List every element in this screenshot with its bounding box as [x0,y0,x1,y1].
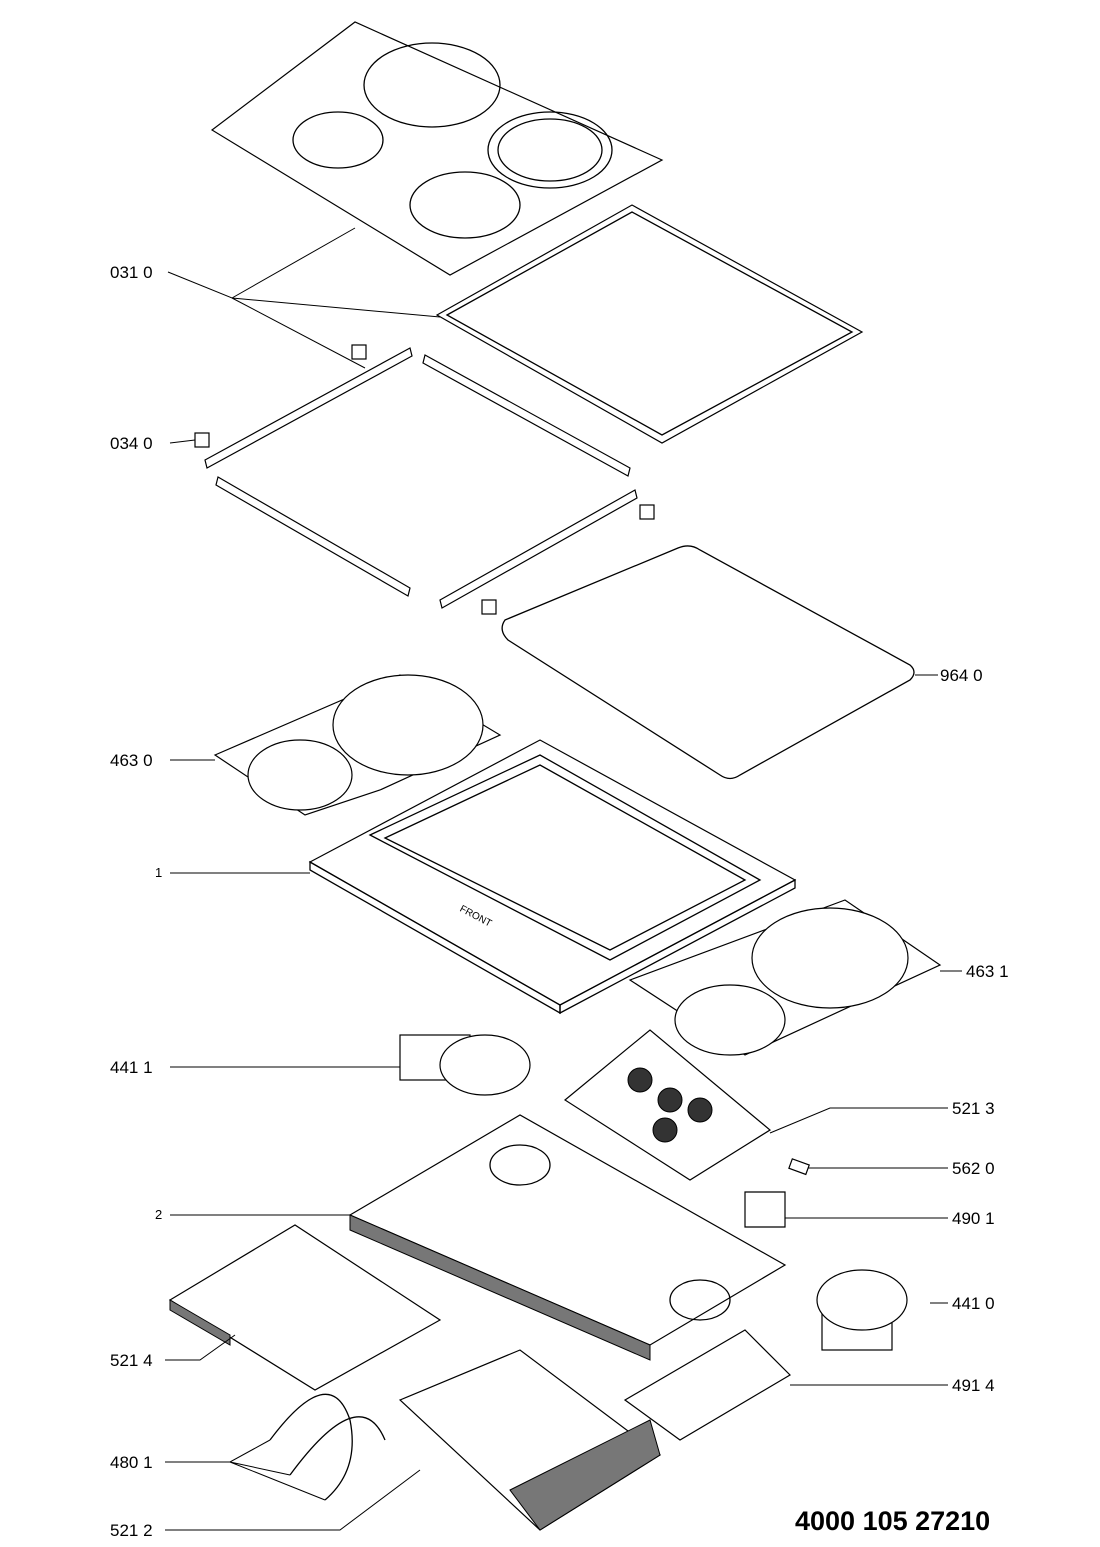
fuse [788,1158,810,1176]
cover-plate [623,1329,791,1441]
power-board-bottom [398,1349,662,1531]
induction-coil-plate-right [628,899,942,1056]
callout-441-0: 441 0 [952,1294,995,1313]
bracket [744,1191,786,1228]
bottom-housing [348,1114,787,1361]
glass-ceramic-top [210,21,664,276]
cooling-fan-left [399,1034,531,1096]
top-gasket-frame [435,204,864,444]
callout-521-4: 521 4 [110,1351,153,1370]
callout-441-1: 441 1 [110,1058,153,1077]
callout-463-1: 463 1 [966,962,1009,981]
chassis-frame [308,739,797,1015]
seal-gasket [501,545,915,780]
callout-521-2: 521 2 [110,1521,153,1540]
power-board-right [563,1029,772,1181]
wire-harness [269,1393,386,1501]
mounting-rails [194,344,655,615]
callout-491-4: 491 4 [952,1376,995,1395]
callout-480-1: 480 1 [110,1453,153,1472]
cooling-fan-right [816,1269,908,1351]
induction-coil-plate-left [213,674,502,816]
callout-521-3: 521 3 [952,1099,995,1118]
callout-034-0: 034 0 [110,434,153,453]
callout-964-0: 964 0 [940,666,983,685]
callout-031-0: 031 0 [110,263,153,282]
leader-lines [165,227,962,1531]
callout-562-0: 562 0 [952,1159,995,1178]
callout-2: 2 [155,1207,163,1222]
callout-490-1: 490 1 [952,1209,995,1228]
document-number: 4000 105 27210 [795,1506,991,1536]
power-board-left [168,1224,442,1391]
callout-1: 1 [155,865,163,880]
callout-463-0: 463 0 [110,751,153,770]
